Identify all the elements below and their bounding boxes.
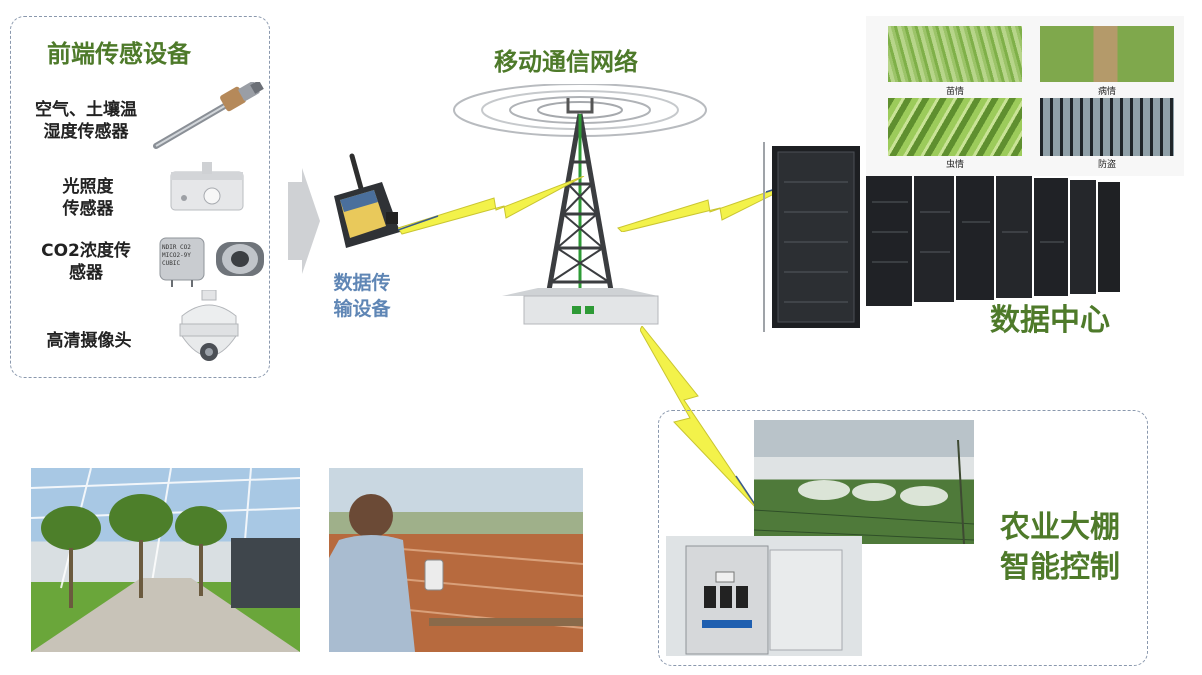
co2-sensor-icon (156, 232, 272, 288)
field-worker-photo (329, 468, 583, 652)
flow-arrow-icon (288, 168, 320, 274)
server-racks-icon (762, 142, 1122, 332)
sensor-label-temp-humidity: 空气、土壤温 湿度传感器 (35, 100, 137, 142)
greenhouse-control-panel (658, 410, 1148, 666)
probe-sensor-icon (152, 82, 267, 150)
wireless-link-left-icon (398, 176, 588, 236)
greenhouse-interior-photo (31, 468, 300, 652)
monitor-caption-seedling: 苗情 (945, 87, 964, 97)
sensor-label-light: 光照度 传感器 (62, 177, 114, 219)
control-cabinet-photo (666, 536, 862, 656)
sensor-label-co2: CO2浓度传 感器 (41, 241, 131, 283)
network-title: 移动通信网络 (494, 48, 638, 76)
monitor-photo-seedling (888, 26, 1022, 82)
sensor-panel (10, 16, 270, 378)
cell-tower-icon (450, 84, 710, 330)
sensor-panel-title: 前端传感设备 (47, 40, 191, 68)
transmission-label: 数据传 输设备 (333, 272, 391, 320)
sensor-label-camera: 高清摄像头 (46, 331, 132, 351)
irrigation-photo (754, 420, 974, 544)
dtu-modem-icon (316, 152, 408, 252)
monitor-caption-pest: 虫情 (945, 160, 964, 170)
monitor-caption-disease: 病情 (1097, 87, 1116, 97)
monitor-photo-security (1040, 98, 1174, 156)
datacenter-title: 数据中心 (990, 303, 1110, 338)
monitor-photo-pest (888, 98, 1022, 156)
monitor-caption-security: 防盗 (1097, 160, 1116, 170)
co2-module-label: NDIR CO2 MICO2-9Y CUBIC (162, 244, 191, 267)
dome-camera-icon (176, 290, 242, 370)
monitor-photo-disease (1040, 26, 1174, 82)
light-sensor-icon (168, 158, 248, 216)
greenhouse-control-title: 农业大棚 智能控制 (1000, 510, 1120, 585)
